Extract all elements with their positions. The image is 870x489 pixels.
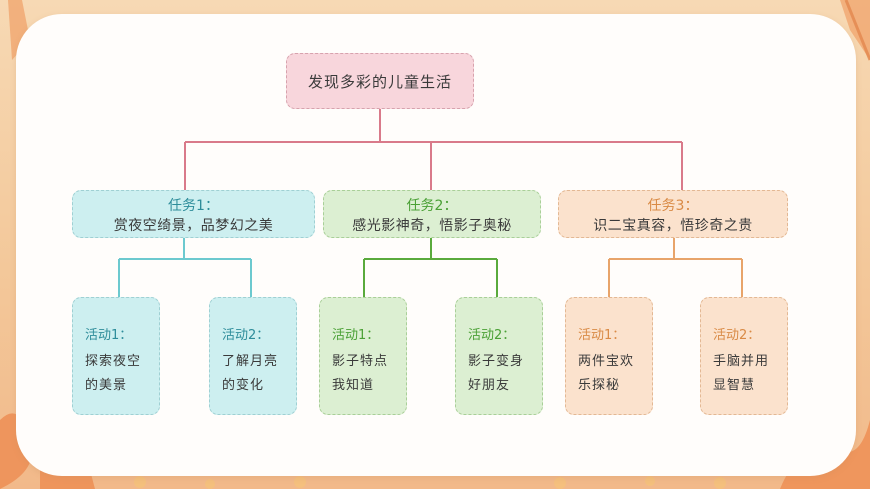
activity-line: 影子变身 [468,354,525,369]
activity-node-1-1: 活动1： 探索夜空 的美景 [72,297,160,415]
root-node: 发现多彩的儿童生活 [286,53,474,109]
activity-line: 好朋友 [468,378,511,393]
task-subtitle: 赏夜空绮景，品梦幻之美 [113,218,274,234]
activity-title: 活动2： [222,328,270,343]
task2-connector [363,238,498,297]
activity-title: 活动2： [713,328,761,343]
activity-line: 手脑并用 [713,354,770,369]
activity-title: 活动2： [468,328,516,343]
task-node-2: 任务2： 感光影神奇，悟影子奥秘 [323,190,541,238]
activity-node-3-1: 活动1： 两件宝欢 乐探秘 [565,297,653,415]
activity-line: 了解月亮 [222,354,279,369]
task1-connector [118,238,252,297]
activity-line: 乐探秘 [578,378,621,393]
activity-title: 活动1： [578,328,626,343]
task3-connector [608,238,743,297]
activity-node-2-2: 活动2： 影子变身 好朋友 [455,297,543,415]
activity-node-2-1: 活动1： 影子特点 我知道 [319,297,407,415]
activity-node-1-2: 活动2： 了解月亮 的变化 [209,297,297,415]
activity-line: 探索夜空 [85,354,142,369]
task-node-1: 任务1： 赏夜空绮景，品梦幻之美 [72,190,315,238]
activity-line: 的变化 [222,378,265,393]
activity-line: 影子特点 [332,354,389,369]
activity-line: 的美景 [85,378,128,393]
task-node-3: 任务3： 识二宝真容，悟珍奇之贵 [558,190,788,238]
activity-line: 两件宝欢 [578,354,635,369]
activity-title: 活动1： [85,328,133,343]
task-subtitle: 感光影神奇，悟影子奥秘 [352,218,512,234]
root-connector [184,109,683,190]
activity-line: 显智慧 [713,378,756,393]
task-subtitle: 识二宝真容，悟珍奇之贵 [593,218,753,234]
activity-line: 我知道 [332,378,375,393]
activity-node-3-2: 活动2： 手脑并用 显智慧 [700,297,788,415]
task-title: 任务2： [406,198,458,214]
root-label: 发现多彩的儿童生活 [307,72,452,91]
task-title: 任务1： [168,198,219,214]
activity-title: 活动1： [332,328,380,343]
task-title: 任务3： [647,198,699,214]
